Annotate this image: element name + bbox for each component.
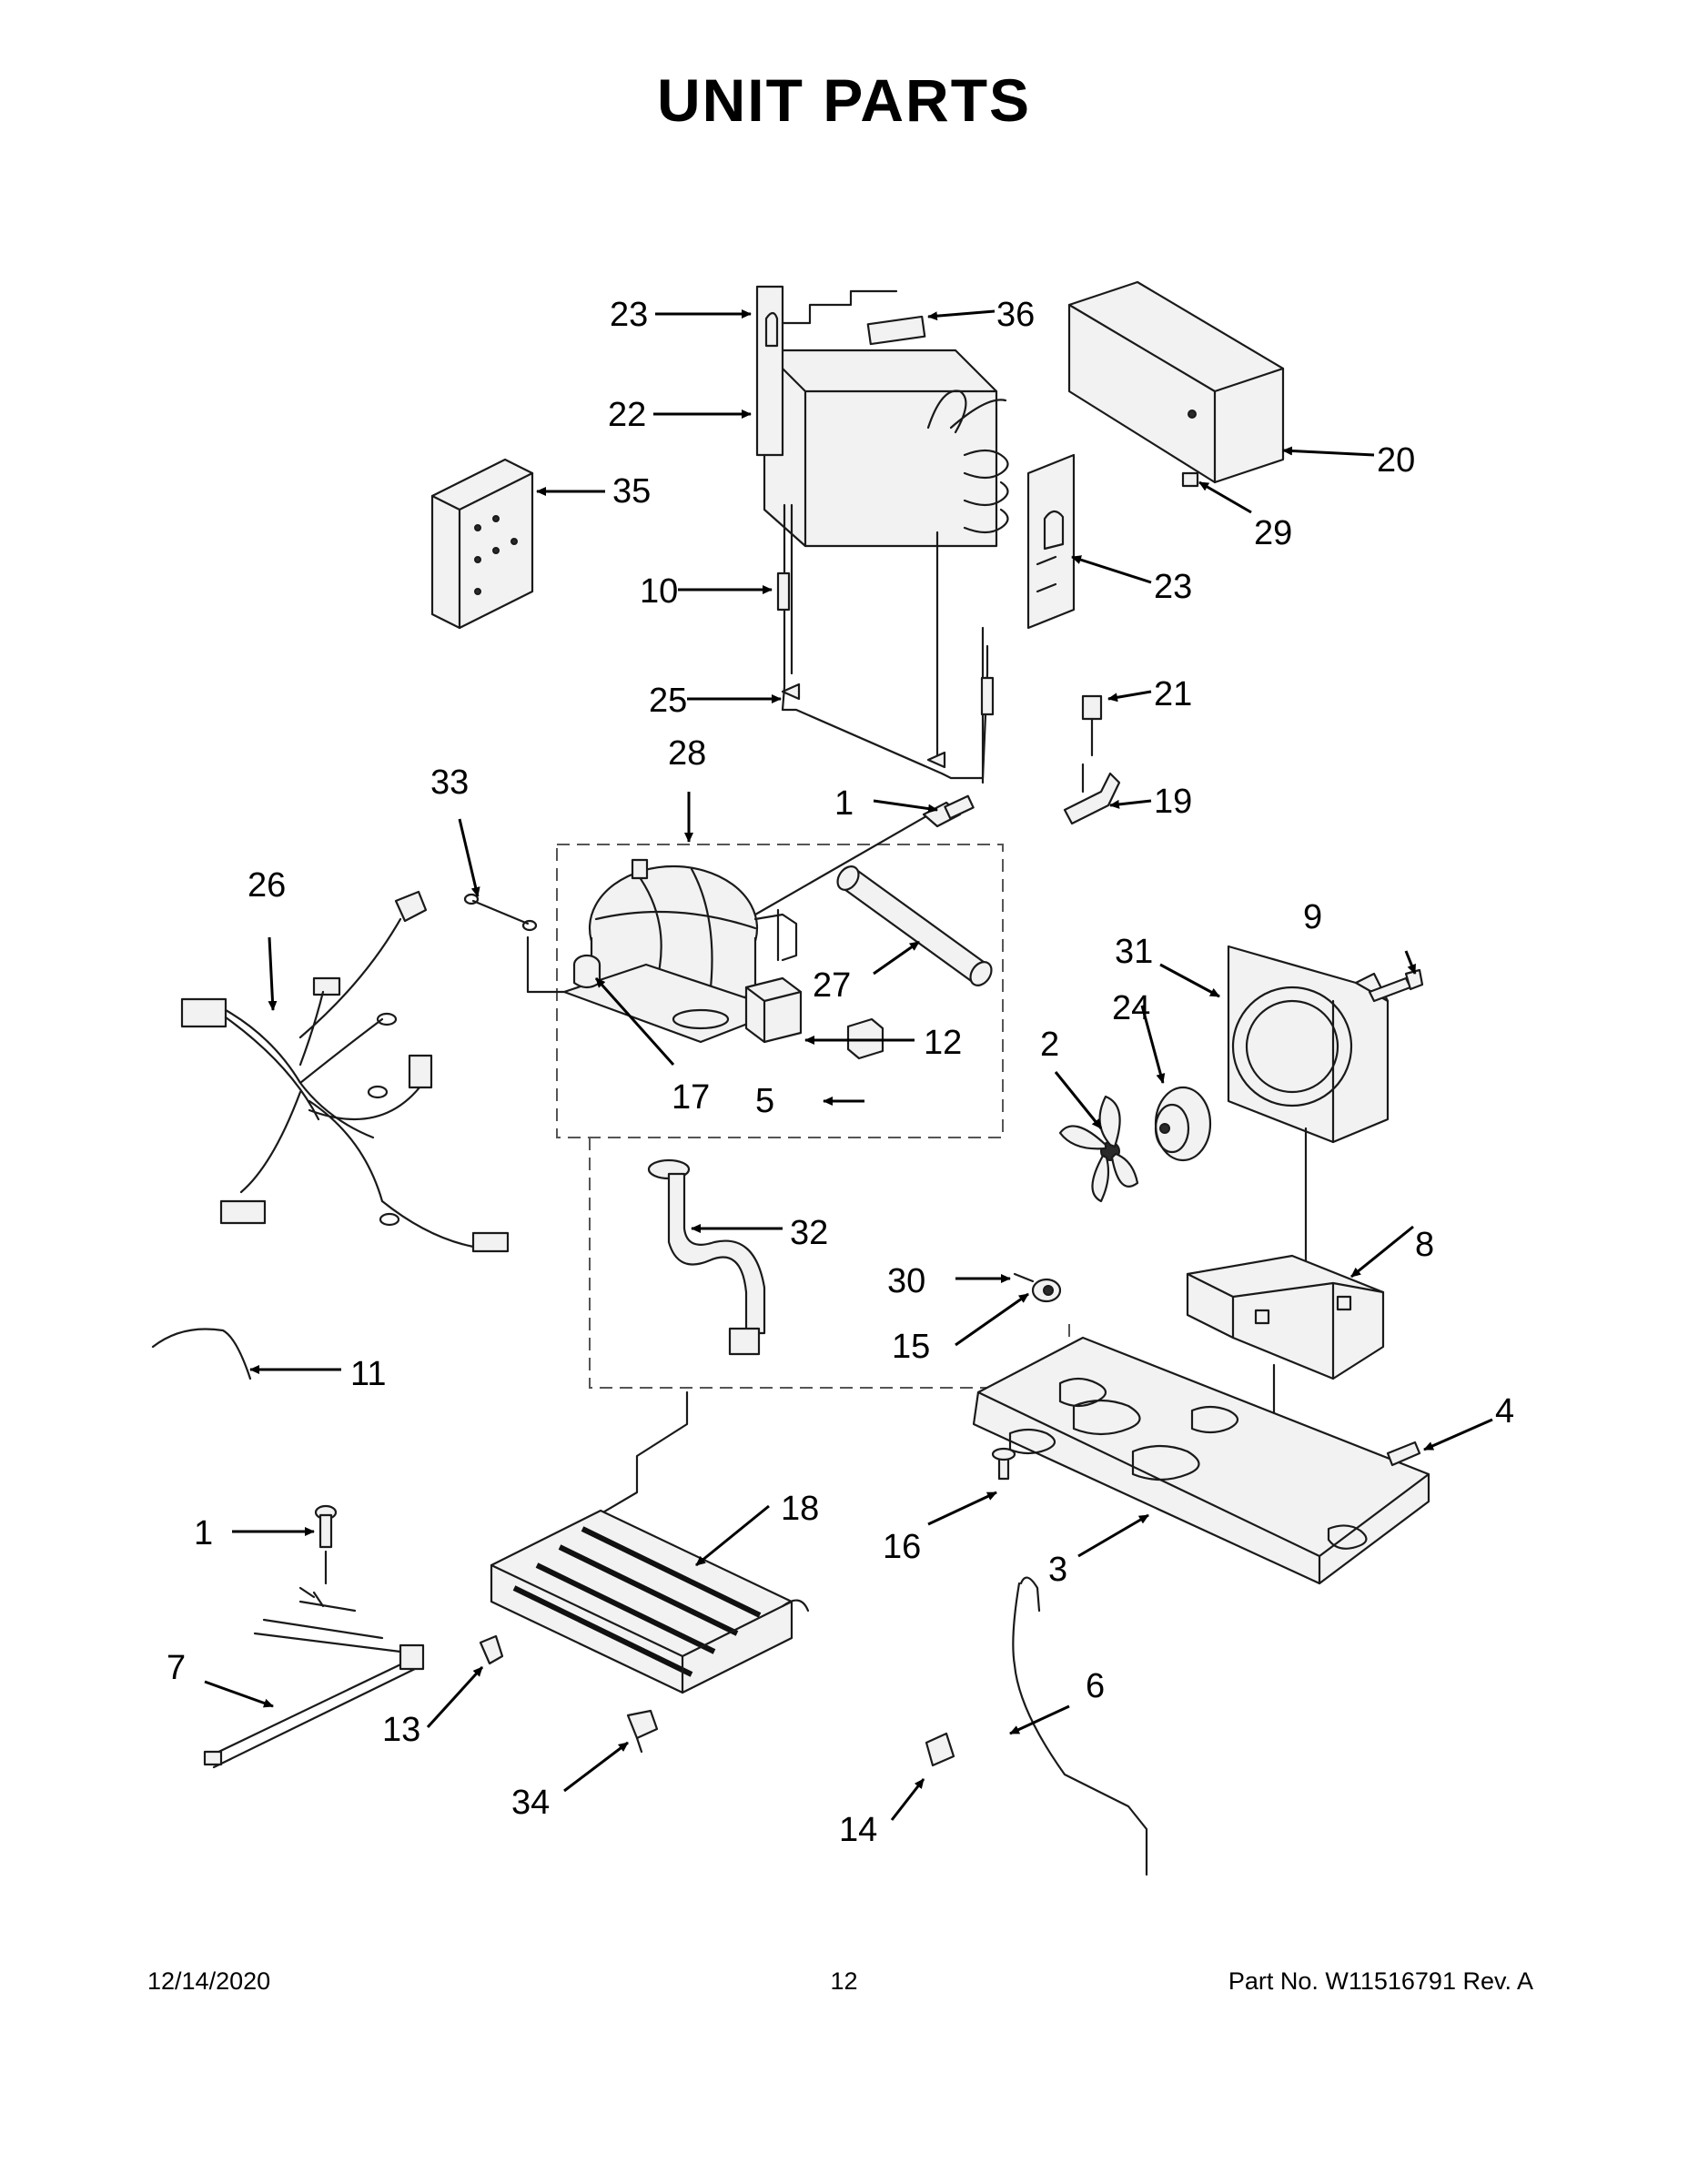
drier-27 (836, 865, 993, 986)
screw-1-upper (922, 794, 975, 828)
callout-13: 13 (382, 1711, 420, 1749)
callout-10: 10 (640, 572, 678, 611)
callout-28: 28 (668, 734, 706, 773)
callout-23-lower: 23 (1154, 568, 1192, 606)
clip-13 (479, 1634, 504, 1665)
callout-5: 5 (755, 1082, 774, 1120)
callout-2: 2 (1040, 1026, 1059, 1064)
grommet-17 (572, 954, 601, 989)
screw-16 (991, 1447, 1016, 1481)
callout-21: 21 (1154, 675, 1192, 713)
callout-12: 12 (924, 1024, 962, 1062)
relay-12 (744, 976, 803, 1044)
insulation-pad-35 (430, 458, 534, 630)
base-pan-3 (972, 1336, 1430, 1585)
callout-26: 26 (248, 866, 286, 905)
callout-1-lower: 1 (194, 1514, 213, 1552)
footer-date: 12/14/2020 (147, 1967, 271, 1995)
callout-7: 7 (167, 1649, 186, 1687)
callout-23-upper: 23 (610, 296, 648, 334)
callout-31: 31 (1115, 933, 1153, 971)
callout-25: 25 (649, 682, 687, 720)
callout-33: 33 (430, 763, 469, 802)
callout-9: 9 (1303, 898, 1322, 936)
callout-17: 17 (672, 1078, 710, 1117)
callout-22: 22 (608, 396, 646, 434)
callout-1-upper: 1 (834, 784, 854, 823)
cable-33-leader (526, 935, 566, 994)
callout-18: 18 (781, 1490, 819, 1528)
callout-16: 16 (883, 1528, 921, 1566)
callout-14: 14 (839, 1811, 877, 1849)
fan-motor-24 (1154, 1086, 1212, 1162)
wiring-harness-26 (180, 890, 510, 1253)
callout-32: 32 (790, 1214, 828, 1252)
fan-blade-2 (1058, 1095, 1139, 1203)
evaporator-bracket-right (1026, 453, 1076, 630)
callout-35: 35 (612, 472, 651, 511)
callout-20: 20 (1377, 441, 1415, 480)
evaporator-assembly (755, 285, 1009, 548)
compressor (562, 858, 798, 1044)
spacer-14 (925, 1732, 955, 1767)
leader-arrows (204, 309, 1493, 1821)
condenser-18 (490, 1390, 810, 1694)
grommet-15-pin-30 (1013, 1272, 1062, 1303)
screw-4 (1386, 1441, 1421, 1467)
callout-15: 15 (892, 1328, 930, 1366)
fan-shroud-31 (1227, 945, 1390, 1144)
page-title: UNIT PARTS (656, 66, 1032, 134)
callout-27: 27 (813, 966, 851, 1005)
callout-8: 8 (1415, 1226, 1434, 1264)
screw-21 (1081, 694, 1103, 757)
callout-labels: 36 23 22 35 10 25 20 29 23 21 19 28 1 33… (167, 296, 1514, 1849)
callout-29: 29 (1254, 514, 1292, 552)
callout-36: 36 (996, 296, 1035, 334)
process-tube-line (753, 808, 939, 916)
wire-harness-7 (203, 1586, 425, 1769)
tube-6 (1012, 1576, 1148, 1876)
callout-24: 24 (1112, 989, 1150, 1027)
screw-1-lower (314, 1504, 338, 1585)
footer-page-number: 12 (830, 1967, 858, 1995)
callout-19: 19 (1154, 783, 1192, 821)
fan-bracket-8 (1186, 1254, 1385, 1380)
terminal-strip-36 (866, 315, 926, 346)
cable-33 (463, 893, 538, 932)
bracket-19 (1063, 763, 1121, 825)
callout-34: 34 (511, 1784, 550, 1822)
footer-part-number: Part No. W11516791 Rev. A (1228, 1967, 1533, 1995)
callout-3: 3 (1048, 1551, 1067, 1589)
callout-6: 6 (1086, 1667, 1105, 1705)
fastener-29 (1181, 471, 1199, 488)
wire-11 (151, 1328, 252, 1380)
clip-34 (626, 1709, 659, 1754)
heater-tube-10-25 (776, 503, 995, 784)
callout-30: 30 (887, 1262, 925, 1300)
callout-11: 11 (350, 1355, 386, 1393)
evaporator-cover-20 (1067, 280, 1285, 484)
drain-tube-32 (647, 1158, 766, 1356)
callout-4: 4 (1495, 1392, 1514, 1431)
